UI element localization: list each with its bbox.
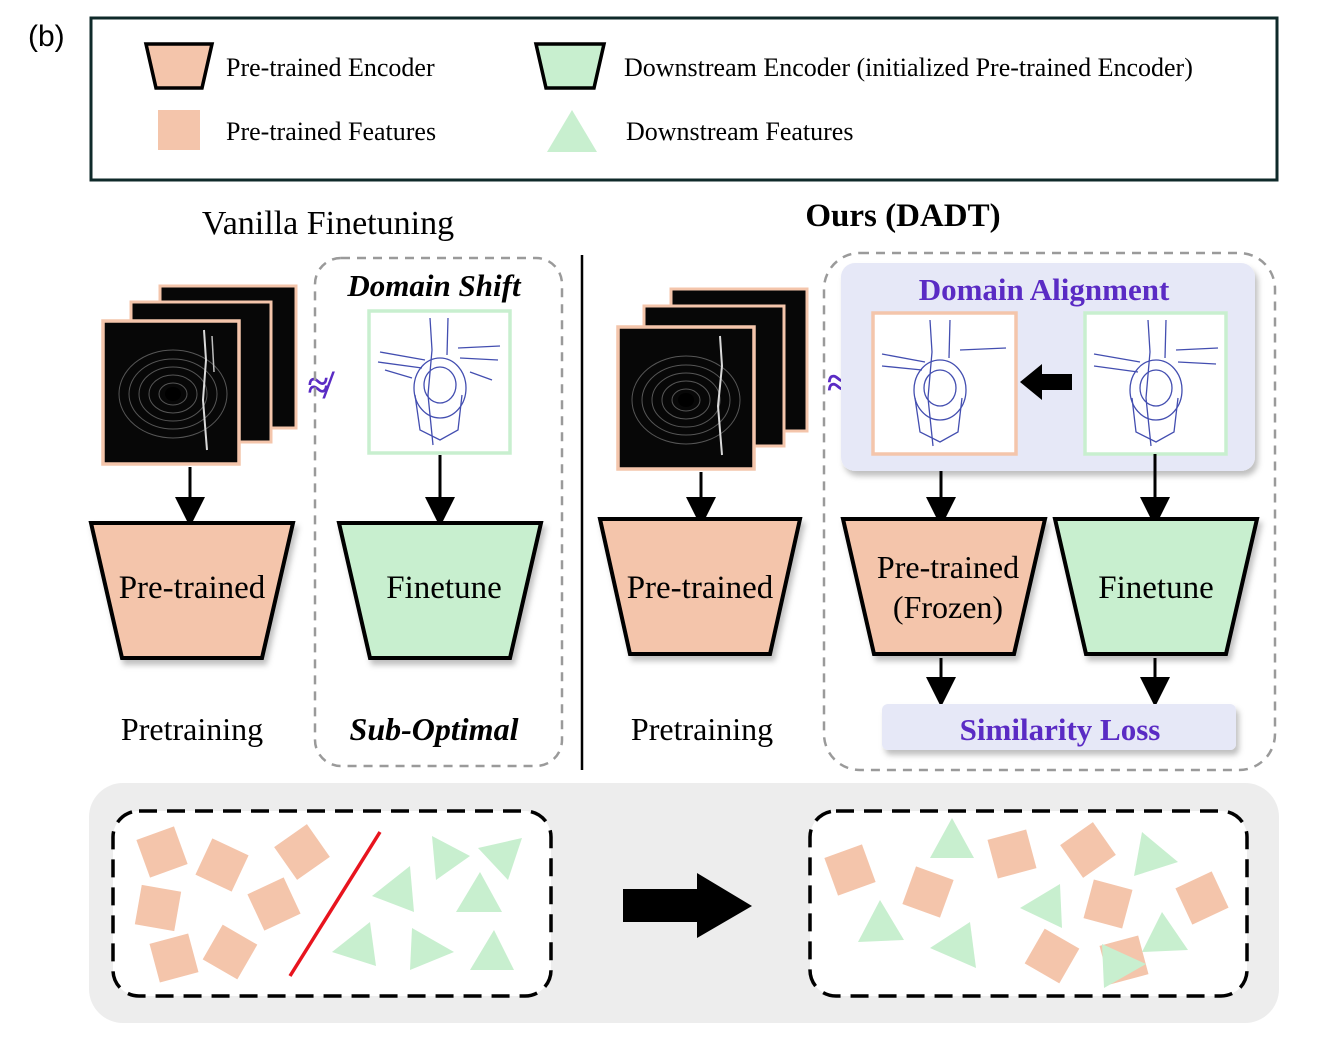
- similarity-loss-label: Similarity Loss: [960, 712, 1161, 747]
- legend-pretrained-encoder-icon: [143, 42, 215, 90]
- domain-gap-line: [288, 831, 382, 977]
- pretrained-features-after: [824, 822, 1229, 985]
- legend: Pre-trained Encoder Downstream Encoder (…: [89, 16, 1279, 182]
- domain-shift-region: [313, 256, 564, 768]
- vanilla-pretrained-label: Pre-trained: [119, 570, 266, 606]
- pretrained-feature: [1175, 871, 1229, 925]
- legend-frame: [89, 16, 1279, 182]
- vanilla-pretraining-caption: Pretraining: [121, 711, 263, 747]
- vanilla-finetune-label: Finetune: [386, 570, 501, 606]
- dadt-downstream-lidar-image: [1083, 311, 1228, 456]
- downstream-features-before: [332, 836, 522, 970]
- dadt-pretraining-caption: Pretraining: [631, 711, 773, 747]
- downstream-feature: [470, 930, 514, 970]
- dadt-title: Ours (DADT): [805, 198, 1000, 234]
- pretrained-feature: [1024, 928, 1080, 984]
- dadt-finetune-label: Finetune: [1098, 570, 1213, 606]
- dadt-finetune-encoder: [1052, 517, 1260, 656]
- frozen-encoder-label-line2: (Frozen): [893, 589, 1003, 625]
- downstream-feature: [410, 928, 454, 970]
- pretrained-feature: [1083, 879, 1133, 929]
- dadt-region: [822, 251, 1277, 772]
- downstream-feature: [456, 872, 502, 912]
- pretrained-feature: [1060, 822, 1116, 878]
- pretrained-feature: [274, 824, 330, 880]
- downstream-feature: [1102, 944, 1146, 988]
- pretrained-feature: [202, 924, 258, 980]
- dadt-lidar-frame-front: [616, 325, 756, 471]
- pretrained-feature: [987, 829, 1037, 879]
- similarity-loss-box: [882, 704, 1236, 750]
- vanilla-finetune-encoder: [336, 521, 544, 660]
- legend-downstream-feature-icon: [547, 110, 597, 152]
- pretrained-feature: [902, 866, 954, 918]
- legend-downstream-features-label: Downstream Features: [626, 117, 853, 146]
- feature-space-before: [111, 809, 553, 998]
- pretrained-feature: [134, 884, 182, 932]
- legend-pretrained-feature-icon: [158, 110, 200, 150]
- downstream-lidar-image: [367, 309, 512, 455]
- downstream-feature: [332, 922, 376, 966]
- feature-space-after: [808, 809, 1249, 998]
- alignment-arrow-icon: [1020, 364, 1072, 400]
- frozen-pretrained-encoder: [840, 517, 1048, 656]
- aligned-lidar-image: [871, 311, 1018, 456]
- suboptimal-caption: Sub-Optimal: [350, 711, 519, 747]
- not-approx-symbol: ≉: [308, 365, 336, 407]
- legend-pretrained-encoder-label: Pre-trained Encoder: [226, 53, 435, 82]
- pretrained-feature: [824, 844, 876, 896]
- domain-shift-label: Domain Shift: [346, 268, 522, 303]
- downstream-feature: [930, 818, 974, 858]
- dadt-pretrained-label: Pre-trained: [627, 570, 774, 606]
- downstream-feature: [1020, 884, 1062, 928]
- downstream-feature: [432, 836, 470, 880]
- downstream-feature: [478, 838, 522, 880]
- dadt-pretrain-stack: [616, 287, 809, 471]
- legend-downstream-encoder-label: Downstream Encoder (initialized Pre-trai…: [624, 53, 1193, 82]
- pretrained-features-before: [134, 824, 330, 983]
- lidar-frame-front: [101, 319, 241, 466]
- downstream-feature: [1134, 832, 1178, 876]
- downstream-feature: [372, 866, 414, 912]
- pretrained-feature: [247, 877, 301, 931]
- domain-alignment-label: Domain Alignment: [919, 272, 1170, 307]
- downstream-feature: [858, 900, 904, 942]
- frozen-encoder-label-line1: Pre-trained: [877, 549, 1019, 585]
- vanilla-title: Vanilla Finetuning: [202, 205, 454, 242]
- downstream-features-after: [858, 818, 1188, 988]
- downstream-feature: [1142, 912, 1188, 952]
- transition-arrow-icon: [623, 873, 752, 938]
- pretrained-feature: [149, 933, 199, 983]
- pretrained-feature: [136, 826, 188, 878]
- legend-pretrained-features-label: Pre-trained Features: [226, 117, 436, 146]
- dadt-pretrained-encoder: [597, 517, 803, 656]
- pretrained-feature: [195, 838, 249, 892]
- panel-label: (b): [28, 20, 65, 53]
- downstream-feature: [930, 922, 976, 968]
- vanilla-pretrain-stack: [101, 284, 298, 466]
- legend-downstream-encoder-icon: [533, 42, 607, 90]
- vanilla-pretrained-encoder: [88, 521, 296, 660]
